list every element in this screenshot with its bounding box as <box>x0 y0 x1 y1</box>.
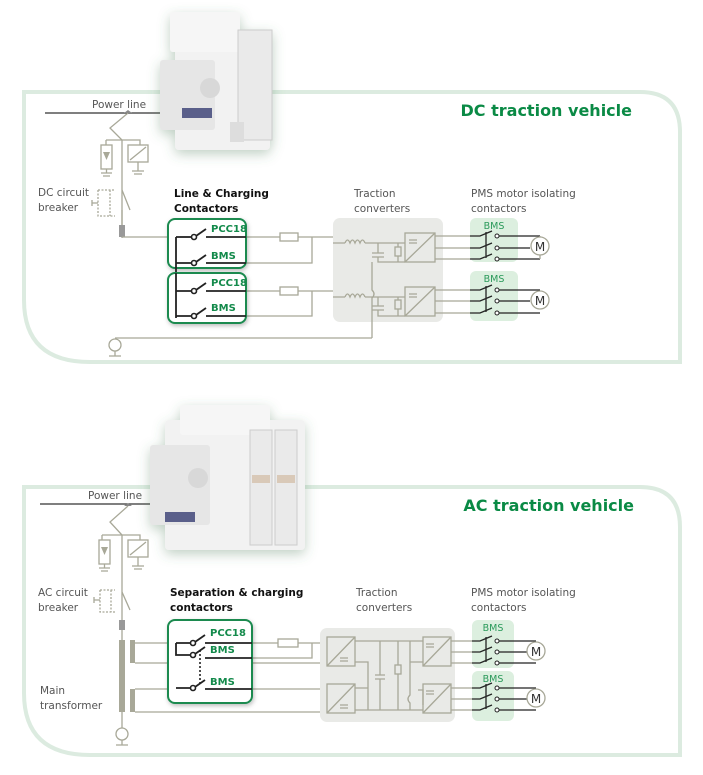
contactors-heading-1: Line & Charging <box>174 188 269 200</box>
traction-converters <box>333 218 443 338</box>
pantograph-icon <box>101 503 141 640</box>
surge-arrester-icon <box>98 539 111 572</box>
converters-label-2: converters <box>356 602 412 614</box>
pms-contactors-1: BMS M <box>435 218 550 262</box>
contactor-product-photo-dc <box>160 12 273 150</box>
pms-bms-label: BMS <box>484 221 505 232</box>
contactor-box-2: PCC18 BMS <box>167 272 247 324</box>
pms-bms-label: BMS <box>484 274 505 285</box>
surge-arrester-icon <box>100 144 113 177</box>
dc-breaker-label-2: breaker <box>38 202 79 214</box>
contactor-label-bms: BMS <box>211 303 236 314</box>
traction-converters <box>320 628 455 722</box>
pms-label-2: contactors <box>471 602 527 614</box>
power-line-label: Power line <box>88 490 142 502</box>
power-line-label: Power line <box>92 99 146 111</box>
contactors-heading-1: Separation & charging <box>170 587 303 599</box>
pms-bms-label: BMS <box>483 623 504 634</box>
pms-contactors-2: BMS M <box>451 671 546 721</box>
pms-contactors-2: BMS M <box>435 271 550 321</box>
dc-panel: DC traction vehicle Power line DC circui… <box>22 90 682 364</box>
pms-label-2: contactors <box>471 203 527 215</box>
motor-icon <box>530 290 550 310</box>
circuit-breaker-icon <box>93 589 131 630</box>
resistor-icon <box>279 286 299 296</box>
ac-title: AC traction vehicle <box>463 496 634 515</box>
inductor-box-icon <box>127 539 149 570</box>
converters-label-2: converters <box>354 203 410 215</box>
converters-label-1: Traction <box>353 188 396 200</box>
contactor-label-bms: BMS <box>211 251 236 262</box>
dc-breaker-label-1: DC circuit <box>38 187 89 199</box>
contactor-product-photo-ac <box>150 405 305 550</box>
contactor-label-pcc18: PCC18 <box>211 224 247 235</box>
motor-label: M <box>531 645 541 659</box>
contactor-box-ac: PCC18 BMS BMS <box>167 619 253 704</box>
contactor-box-1: PCC18 BMS <box>167 218 247 318</box>
contactors-heading-2: Contactors <box>174 203 238 215</box>
dc-title: DC traction vehicle <box>461 101 633 120</box>
ac-breaker-label-1: AC circuit <box>38 587 88 599</box>
circuit-breaker-icon <box>91 189 131 237</box>
inductor-box-icon <box>127 144 149 175</box>
ac-breaker-label-2: breaker <box>38 602 79 614</box>
resistor-icon <box>277 638 299 648</box>
pantograph-icon <box>105 110 141 238</box>
pms-contactors-1: BMS M <box>451 620 546 668</box>
contactor-label-bms: BMS <box>210 677 235 688</box>
motor-label: M <box>535 240 545 254</box>
pms-bms-label: BMS <box>483 674 504 685</box>
motor-icon <box>526 688 546 708</box>
pms-label-1: PMS motor isolating <box>471 587 576 599</box>
pms-label-1: PMS motor isolating <box>471 188 576 200</box>
ground-icon <box>108 337 372 357</box>
motor-label: M <box>535 294 545 308</box>
transformer-label-2: transformer <box>40 700 103 712</box>
ac-panel: AC traction vehicle Power line AC circui… <box>22 485 682 757</box>
inductor-icon <box>344 239 366 245</box>
contactor-label-pcc18: PCC18 <box>210 628 246 639</box>
resistor-icon <box>279 232 299 242</box>
rectifier-icon <box>326 683 356 714</box>
rectifier-icon <box>326 636 356 667</box>
motor-icon <box>526 641 546 661</box>
transformer-label-1: Main <box>40 685 65 697</box>
motor-label: M <box>531 692 541 706</box>
converters-label-1: Traction <box>355 587 398 599</box>
transformer-icon <box>115 640 135 746</box>
inductor-icon <box>344 293 366 299</box>
contactor-label-bms: BMS <box>210 645 235 656</box>
contactors-heading-2: contactors <box>170 602 233 614</box>
motor-icon <box>530 236 550 256</box>
contactor-label-pcc18: PCC18 <box>211 278 247 289</box>
